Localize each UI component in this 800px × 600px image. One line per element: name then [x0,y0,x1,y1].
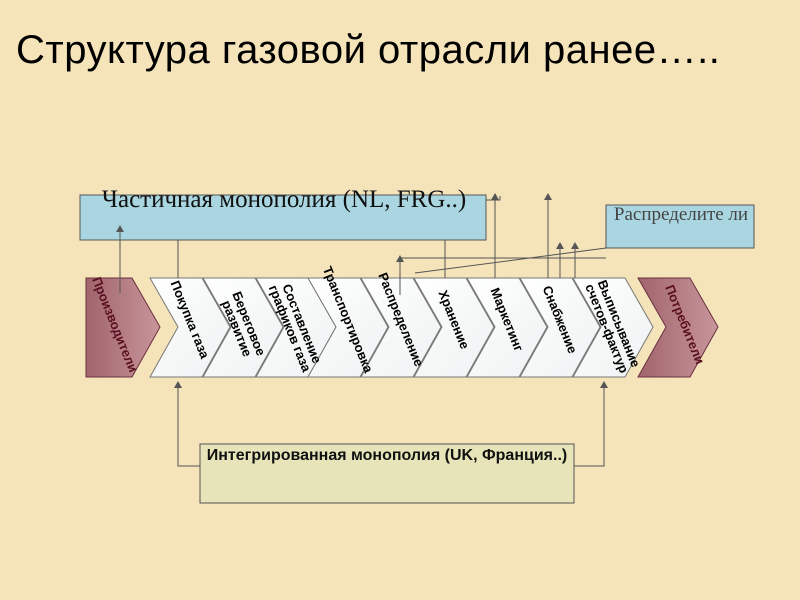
stage-chevron-onshore-development [202,277,284,378]
connector-integrated-right [574,385,605,467]
stage-chevron-supply [519,277,601,378]
partial-monopoly-label: Частичная монополия (NL, FRG..) [101,186,467,213]
arrowhead [571,242,579,249]
consumers-chevron [637,277,719,378]
arrowhead [544,193,552,200]
integrated-monopoly-box [199,443,575,504]
connectors [119,196,607,467]
stage-chevron-invoicing [572,277,654,378]
stage-chevron-transportation [307,277,389,378]
arrowhead [396,255,404,262]
stages-group [149,277,654,378]
arrowhead [116,225,124,232]
stage-chevron-distribution [360,277,442,378]
distributors-box [605,204,755,249]
integrated-monopoly-label: Интегрированная монополия (UK, Франция..… [206,447,568,464]
partial-monopoly-box [79,194,487,241]
arrowhead [491,193,499,200]
arrowheads [116,193,608,388]
producers-chevron [85,277,161,378]
connector-integrated-left [177,385,200,467]
arrowhead [174,381,182,388]
stage-chevron-storage [413,277,495,378]
connector-bracket [486,196,501,201]
slide-title: Структура газовой отрасли ранее….. [16,28,721,72]
arrowhead [556,242,564,249]
stage-chevron-marketing [466,277,548,378]
connector-storage-distributors [414,247,607,274]
stage-chevron-gas-purchase [149,277,231,378]
distributors-label: Распределите ли [613,204,749,225]
arrowhead [600,381,608,388]
